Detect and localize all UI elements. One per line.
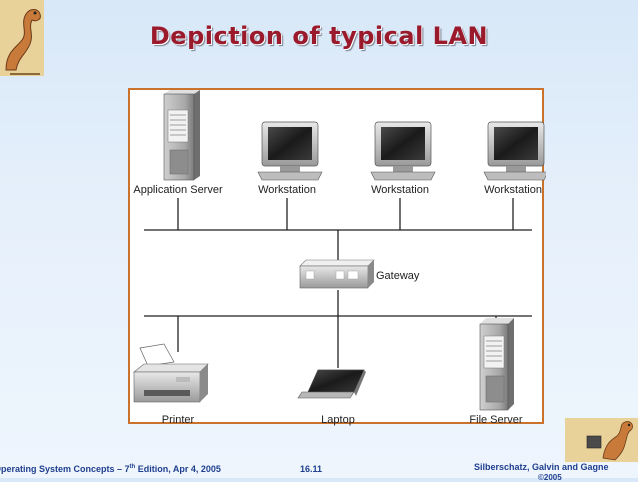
workstation-icon [483,121,546,181]
gateway-icon [299,259,375,289]
workstation-icon [370,121,436,181]
label-workstation-1: Workstation [258,184,316,196]
dinosaur-logo-icon [0,0,44,76]
label-printer: Printer [162,414,195,426]
footer-page-number: 16.11 [300,464,323,474]
label-workstation-2: Workstation [371,184,429,196]
label-workstation-3: Workstation [484,184,542,196]
footer-book-title: Operating System Concepts – 7th Edition,… [0,464,221,474]
server-icon [479,318,514,411]
label-laptop: Laptop [321,414,355,426]
workstation-icon [257,121,323,181]
label-gateway: Gateway [376,270,420,282]
server-icon [163,90,200,181]
label-application-server: Application Server [133,184,223,196]
slide-title: Depiction of typical LAN [149,22,489,50]
laptop-icon [297,369,366,399]
lan-diagram: Application Server Workstation Workstati… [128,88,546,426]
printer-icon [133,343,209,403]
footer-authors: Silberschatz, Galvin and Gagne [474,462,609,472]
label-file-server: File Server [469,414,523,426]
network-lines [144,198,532,368]
dinosaur-logo-icon [565,418,638,462]
